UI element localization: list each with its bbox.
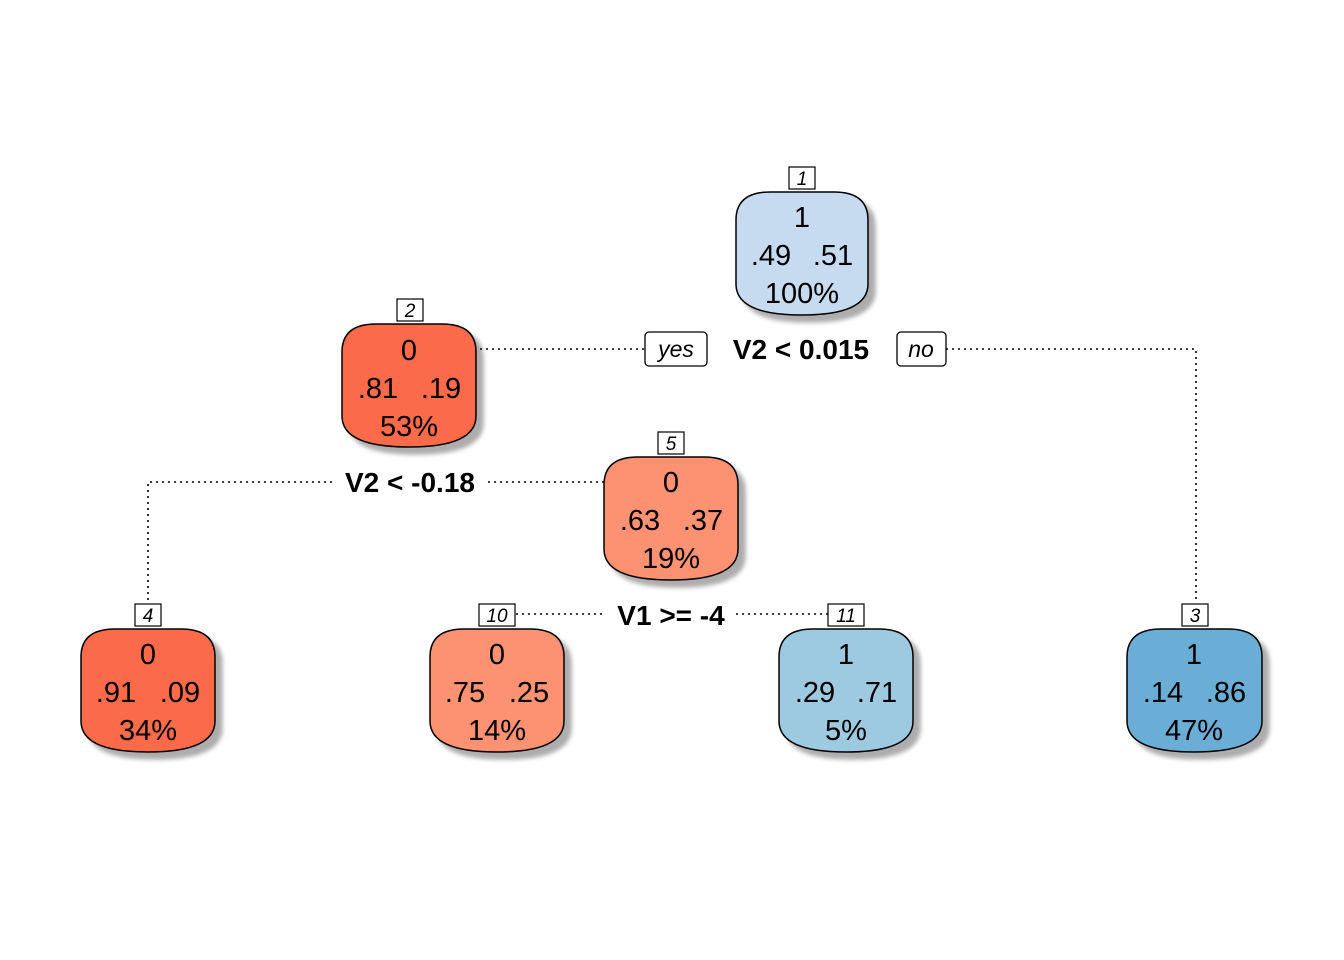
node-prob-0: .63	[620, 505, 660, 537]
split-node-5: V1 >= -4	[617, 600, 725, 631]
node-prob-1: .19	[421, 373, 461, 405]
node-prob-0: .29	[795, 677, 835, 709]
node-id: 11	[836, 606, 856, 627]
node-percent: 53%	[380, 411, 438, 443]
node-id-box	[827, 603, 865, 627]
yes-label: yes	[656, 336, 694, 362]
node-prob-0: .75	[445, 677, 485, 709]
node-id: 10	[486, 606, 508, 627]
split-label: V2 < -0.18	[345, 467, 475, 498]
node-prob-1: .25	[509, 677, 549, 709]
node-id-box	[134, 603, 162, 627]
yes-label-box	[644, 331, 708, 367]
tree-node-1: 1 1 .49 .51 100%	[735, 166, 869, 316]
tree-edges	[147, 348, 1197, 615]
node-box	[80, 628, 216, 753]
node-id: 3	[1190, 606, 1201, 627]
node-box	[1126, 628, 1263, 753]
tree-node-10: 10 0 .75 .25 14%	[429, 603, 565, 753]
split-label: V1 >= -4	[617, 600, 725, 631]
node-prob-1: .09	[160, 677, 200, 709]
node-percent: 5%	[825, 715, 867, 747]
node-id-box	[788, 166, 816, 190]
node-percent: 34%	[119, 715, 177, 747]
node-percent: 14%	[468, 715, 526, 747]
node-id: 5	[666, 434, 677, 455]
node-prob-1: .86	[1206, 677, 1246, 709]
split-root: yes V2 < 0.015 no	[644, 331, 947, 367]
node-prob-0: .91	[96, 677, 136, 709]
tree-node-2: 2 0 .81 .19 53%	[341, 298, 477, 448]
node-percent: 47%	[1165, 715, 1223, 747]
node-box	[341, 323, 477, 448]
node-prob-1: .71	[857, 677, 897, 709]
node-id: 4	[143, 606, 154, 627]
tree-node-5: 5 0 .63 .37 19%	[603, 431, 739, 581]
node-prob-0: .81	[358, 373, 398, 405]
node-id-box	[1181, 603, 1209, 627]
node-id-box	[396, 298, 424, 322]
node-id-box	[657, 431, 685, 455]
node-class: 0	[140, 639, 156, 671]
node-class: 1	[1186, 639, 1202, 671]
tree-node-4: 4 0 .91 .09 34%	[80, 603, 216, 753]
edge-2-4	[147, 481, 332, 603]
node-box	[429, 628, 565, 753]
node-class: 0	[663, 467, 679, 499]
split-node-2: V2 < -0.18	[345, 467, 475, 498]
tree-node-3: 3 1 .14 .86 47%	[1126, 603, 1263, 753]
node-prob-0: .49	[751, 240, 791, 272]
node-box	[778, 628, 914, 753]
node-prob-0: .14	[1143, 677, 1183, 709]
node-prob-1: .37	[683, 505, 723, 537]
node-box	[735, 191, 869, 316]
edge-1-3	[946, 348, 1197, 603]
node-class: 0	[401, 335, 417, 367]
node-percent: 19%	[642, 543, 700, 575]
node-class: 0	[489, 639, 505, 671]
no-label: no	[908, 336, 934, 362]
tree-node-11: 11 1 .29 .71 5%	[778, 603, 914, 753]
node-class: 1	[794, 202, 810, 234]
split-label: V2 < 0.015	[733, 334, 869, 365]
node-class: 1	[838, 639, 854, 671]
node-box	[603, 456, 739, 581]
no-label-box	[896, 331, 947, 367]
node-id: 1	[797, 169, 808, 190]
node-id: 2	[404, 301, 416, 322]
node-id-box	[478, 603, 516, 627]
node-prob-1: .51	[813, 240, 853, 272]
node-percent: 100%	[765, 278, 839, 310]
